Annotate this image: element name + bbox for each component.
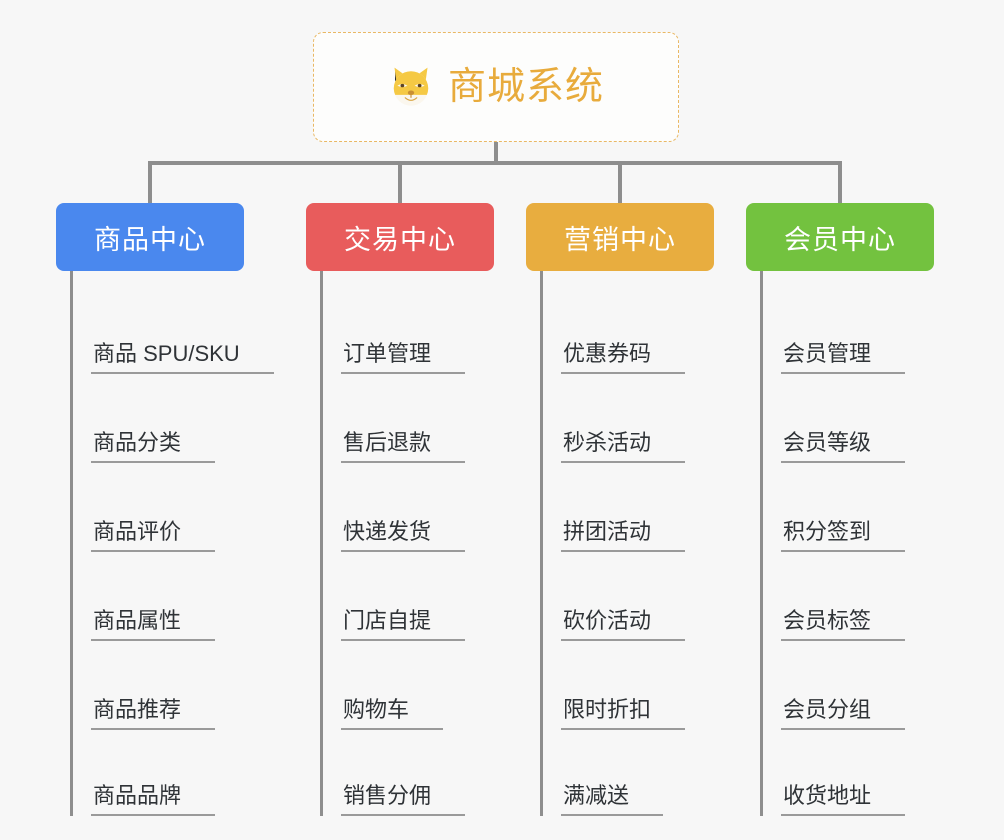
leaf-list-2: 优惠券码 秒杀活动 拼团活动 砍价活动 限时折扣 满减送 [540,271,746,816]
leaf-label: 售后退款 [341,430,466,463]
leaf-label: 优惠券码 [561,341,686,374]
list-item[interactable]: 快递发货 [323,463,526,552]
leaf-list-3: 会员管理 会员等级 积分签到 会员标签 会员分组 收货地址 [760,271,966,816]
category-header-2[interactable]: 营销中心 [526,203,714,271]
category-column-商品中心: 商品中心 商品 SPU/SKU 商品分类 商品评价 商品属性 商品推荐 [56,203,276,816]
list-item[interactable]: 收货地址 [763,730,966,816]
list-item[interactable]: 满减送 [543,730,746,816]
leaf-label: 销售分佣 [341,783,466,816]
list-item[interactable]: 会员标签 [763,552,966,641]
list-item[interactable]: 销售分佣 [323,730,526,816]
list-item[interactable]: 订单管理 [323,285,526,374]
list-item[interactable]: 优惠券码 [543,285,746,374]
connector-drop-category-2 [618,161,622,205]
leaf-label: 拼团活动 [561,519,686,552]
root-title: 商城系统 [447,66,604,108]
list-item[interactable]: 门店自提 [323,552,526,641]
leaf-label: 秒杀活动 [561,430,686,463]
leaf-label: 商品评价 [91,519,216,552]
connector-horizontal-bus [148,161,842,165]
leaf-label: 商品推荐 [91,697,216,730]
leaf-label: 门店自提 [341,608,466,641]
list-item[interactable]: 商品品牌 [73,730,276,816]
category-header-label-3: 会员中心 [784,224,896,255]
leaf-label: 商品 SPU/SKU [91,341,274,374]
leaf-label: 会员管理 [781,341,906,374]
leaf-label: 商品品牌 [91,783,216,816]
leaf-label: 商品分类 [91,430,216,463]
list-item[interactable]: 售后退款 [323,374,526,463]
list-item[interactable]: 会员管理 [763,285,966,374]
leaf-label: 订单管理 [341,341,466,374]
category-column-会员中心: 会员中心 会员管理 会员等级 积分签到 会员标签 会员分组 [746,203,966,816]
leaf-label: 限时折扣 [561,697,686,730]
list-item[interactable]: 商品 SPU/SKU [73,285,276,374]
root-node[interactable]: 商城系统 [313,32,679,142]
list-item[interactable]: 会员等级 [763,374,966,463]
shiba-dog-face-icon [393,67,429,106]
leaf-label: 会员等级 [781,430,906,463]
category-header-label-0: 商品中心 [94,224,206,255]
leaf-label: 砍价活动 [561,608,686,641]
leaf-list-0: 商品 SPU/SKU 商品分类 商品评价 商品属性 商品推荐 商品品牌 [70,271,276,816]
category-column-交易中心: 交易中心 订单管理 售后退款 快递发货 门店自提 购物车 [306,203,526,816]
list-item[interactable]: 购物车 [323,641,526,730]
connector-drop-category-1 [398,161,402,205]
list-item[interactable]: 拼团活动 [543,463,746,552]
list-item[interactable]: 商品分类 [73,374,276,463]
leaf-label: 购物车 [341,697,444,730]
list-item[interactable]: 砍价活动 [543,552,746,641]
list-item[interactable]: 秒杀活动 [543,374,746,463]
leaf-label: 商品属性 [91,608,216,641]
category-header-1[interactable]: 交易中心 [306,203,494,271]
list-item[interactable]: 商品推荐 [73,641,276,730]
category-header-label-1: 交易中心 [344,224,456,255]
leaf-label: 会员标签 [781,608,906,641]
category-header-3[interactable]: 会员中心 [746,203,934,271]
leaf-label: 快递发货 [341,519,466,552]
list-item[interactable]: 限时折扣 [543,641,746,730]
list-item[interactable]: 商品属性 [73,552,276,641]
leaf-label: 会员分组 [781,697,906,730]
connector-root-stem [494,142,498,163]
connector-drop-category-0 [148,161,152,205]
list-item[interactable]: 积分签到 [763,463,966,552]
category-column-营销中心: 营销中心 优惠券码 秒杀活动 拼团活动 砍价活动 限时折扣 [526,203,746,816]
connector-drop-category-3 [838,161,842,205]
category-header-0[interactable]: 商品中心 [56,203,244,271]
list-item[interactable]: 会员分组 [763,641,966,730]
leaf-label: 积分签到 [781,519,906,552]
list-item[interactable]: 商品评价 [73,463,276,552]
leaf-label: 满减送 [561,783,664,816]
leaf-list-1: 订单管理 售后退款 快递发货 门店自提 购物车 销售分佣 [320,271,526,816]
category-columns: 商品中心 商品 SPU/SKU 商品分类 商品评价 商品属性 商品推荐 [0,203,1004,840]
category-header-label-2: 营销中心 [564,224,676,255]
leaf-label: 收货地址 [781,783,906,816]
